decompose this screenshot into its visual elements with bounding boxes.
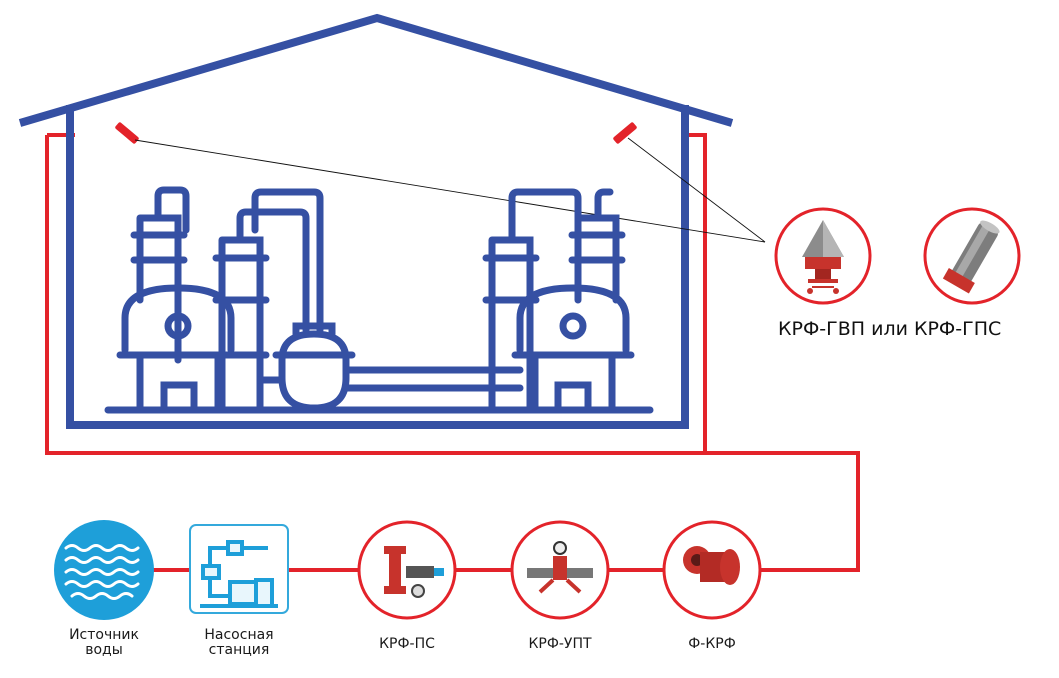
pump-station-label: Насосная станция — [204, 627, 274, 658]
f-krf-label: Ф-КРФ — [688, 636, 736, 652]
sprinkler-right — [613, 122, 637, 144]
industrial-equipment — [104, 186, 654, 414]
krf-ps-label: КРФ-ПС — [379, 636, 435, 652]
building-walls — [66, 105, 689, 429]
building-roof — [18, 13, 734, 127]
krf-ps-product — [357, 520, 457, 620]
leader-lines — [134, 137, 766, 243]
water-source-label: Источник воды — [69, 627, 139, 658]
pipe-right-riser — [685, 133, 707, 453]
f-krf-product — [662, 520, 762, 620]
krf-upt-product — [510, 520, 610, 620]
sprinkler-left — [115, 122, 139, 144]
water-source-icon — [54, 520, 154, 620]
building — [18, 13, 734, 429]
sprinkler-options-label: КРФ-ГВП или КРФ-ГПС — [778, 318, 1002, 340]
krf-upt-label: КРФ-УПТ — [528, 636, 592, 652]
sprinkler-gps-product — [923, 207, 1021, 305]
sprinkler-gvp-product — [774, 207, 872, 305]
pipe-loop-building — [45, 135, 860, 572]
pump-station-icon — [189, 524, 289, 614]
